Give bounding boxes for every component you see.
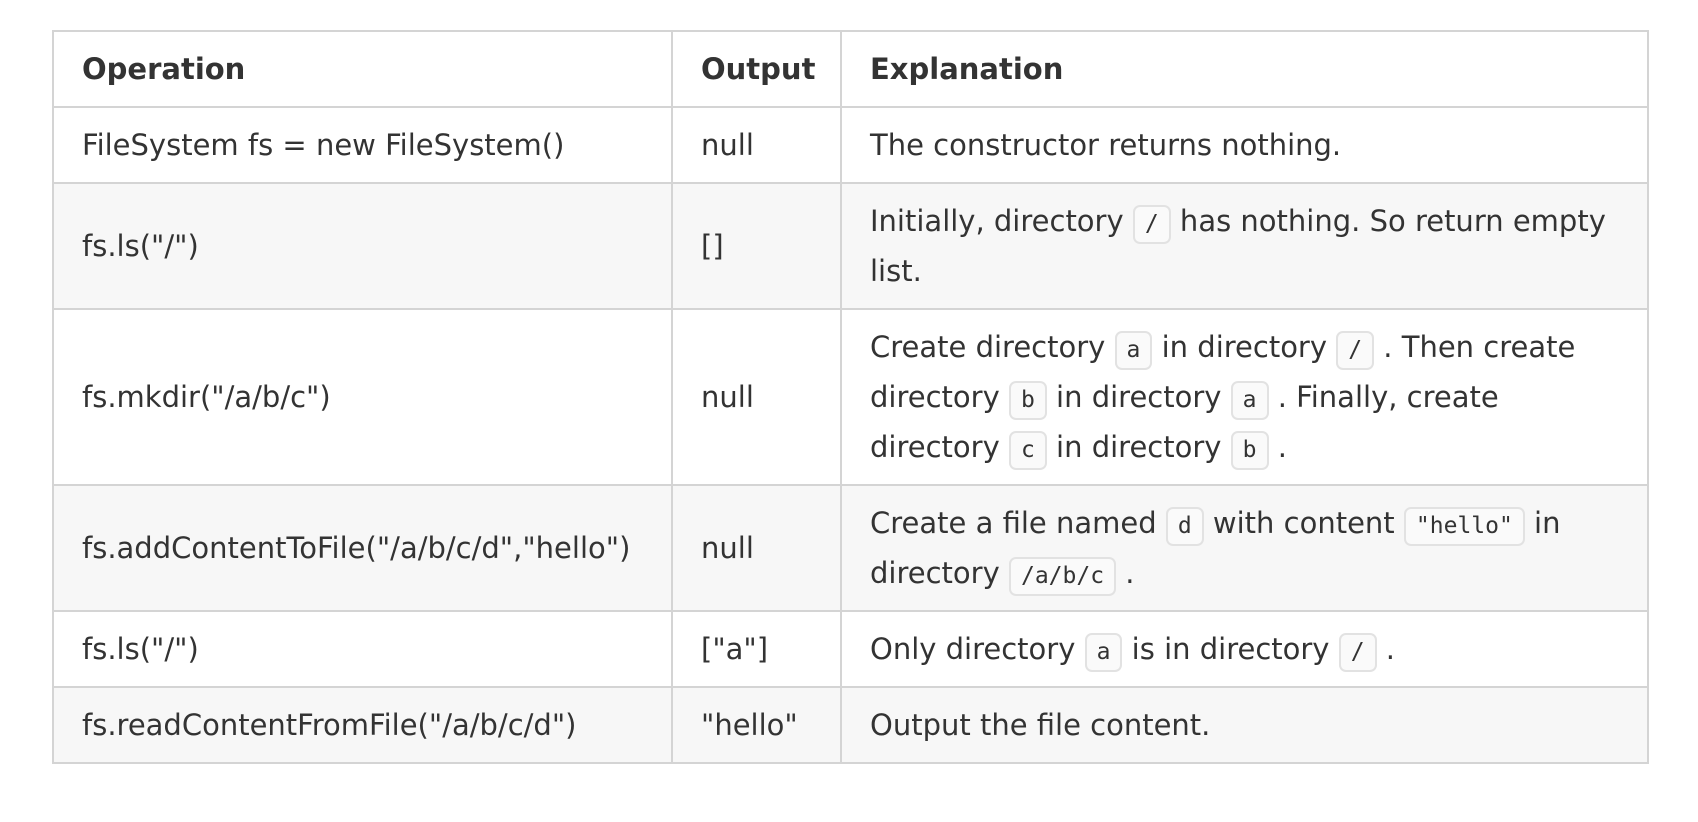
explanation-text: in directory [1046,380,1231,414]
explanation-text: . [1376,632,1395,666]
operation-cell: fs.addContentToFile("/a/b/c/d","hello") [52,484,673,612]
inline-code-badge: / [1132,205,1171,244]
column-header-output: Output [671,30,842,108]
explanation-text: Only directory [870,632,1085,666]
inline-code-badge: /a/b/c [1008,557,1117,596]
column-header-explanation: Explanation [840,30,1649,108]
explanation-cell: Create directory a in directory / . Then… [840,308,1649,486]
explanation-text: . Then create directory [870,330,1576,414]
explanation-text: Create a file named [870,506,1166,540]
inline-code-badge: a [1114,331,1153,370]
output-cell: null [671,106,842,184]
output-cell: [] [671,182,842,310]
explanation-cell: Create a file named d with content "hell… [840,484,1649,612]
inline-code-badge: d [1165,507,1204,546]
output-cell: ["a"] [671,610,842,688]
inline-code-badge: / [1336,331,1375,370]
operation-cell: fs.ls("/") [52,182,673,310]
explanation-cell: Only directory a is in directory / . [840,610,1649,688]
explanation-text: in directory [1152,330,1337,364]
inline-code-badge: / [1338,633,1377,672]
explanation-text: . Finally, create directory [870,380,1499,464]
explanation-cell: Initially, directory / has nothing. So r… [840,182,1649,310]
operation-cell: FileSystem fs = new FileSystem() [52,106,673,184]
explanation-text: Initially, directory [870,204,1133,238]
output-cell: "hello" [671,686,842,764]
explanation-cell: Output the file content. [840,686,1649,764]
output-cell: null [671,484,842,612]
explanation-text: with content [1203,506,1404,540]
table-row: fs.readContentFromFile("/a/b/c/d")"hello… [52,686,1649,764]
output-cell: null [671,308,842,486]
explanation-text: Output the file content. [870,708,1211,742]
table-row: fs.ls("/")["a"]Only directory a is in di… [52,610,1649,688]
explanation-text: in directory [1046,430,1231,464]
column-header-operation: Operation [52,30,673,108]
explanation-text: in directory [870,506,1561,590]
operation-cell: fs.ls("/") [52,610,673,688]
explanation-text: . [1268,430,1287,464]
table-row: fs.ls("/")[]Initially, directory / has n… [52,182,1649,310]
table-row: FileSystem fs = new FileSystem()null The … [52,106,1649,184]
inline-code-badge: a [1084,633,1123,672]
explanation-text: has nothing. So return empty list. [870,204,1606,288]
inline-code-badge: a [1230,381,1269,420]
inline-code-badge: c [1008,431,1047,470]
filesystem-operations-table: Operation Output Explanation FileSystem … [52,30,1649,764]
inline-code-badge: "hello" [1403,507,1525,546]
explanation-text: is in directory [1122,632,1339,666]
explanation-text: Create directory [870,330,1115,364]
explanation-text: The constructor returns nothing. [870,128,1342,162]
operation-cell: fs.readContentFromFile("/a/b/c/d") [52,686,673,764]
table-header-row: Operation Output Explanation [52,30,1649,108]
inline-code-badge: b [1008,381,1047,420]
inline-code-badge: b [1230,431,1269,470]
table-header: Operation Output Explanation [52,30,1649,108]
explanation-text: . [1116,556,1135,590]
table-row: fs.addContentToFile("/a/b/c/d","hello")n… [52,484,1649,612]
explanation-cell: The constructor returns nothing. [840,106,1649,184]
operation-cell: fs.mkdir("/a/b/c") [52,308,673,486]
